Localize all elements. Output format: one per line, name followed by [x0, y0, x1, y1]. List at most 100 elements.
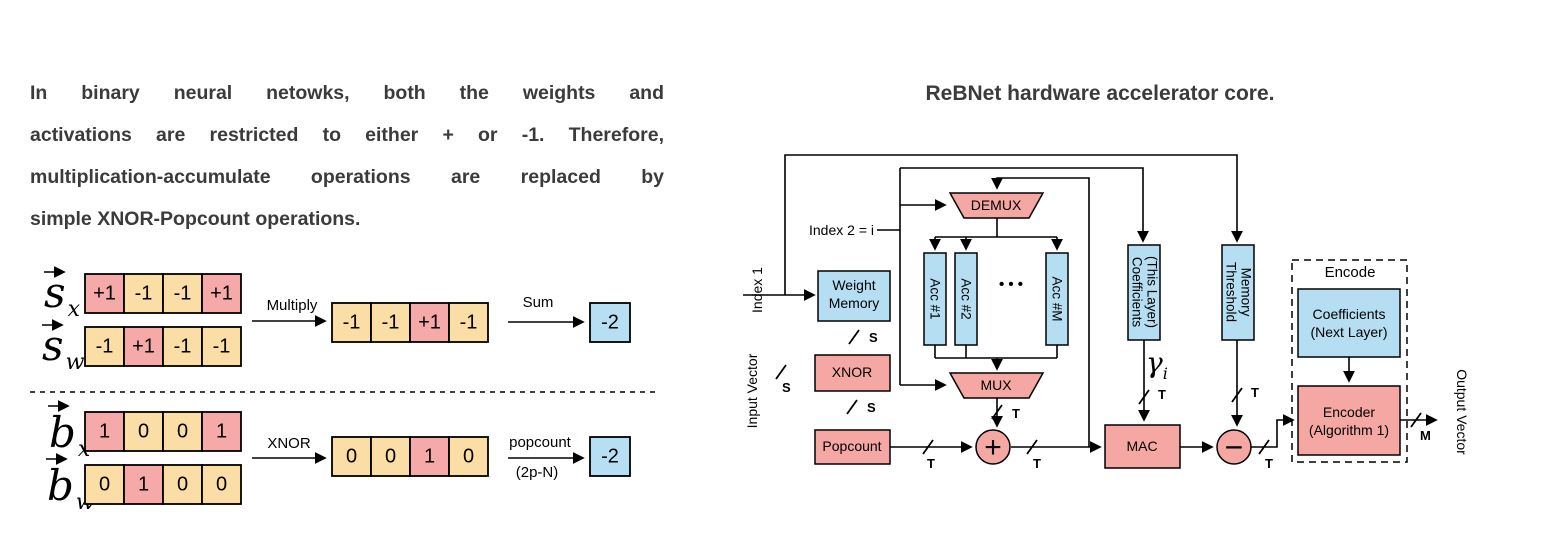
- svg-text:S: S: [782, 380, 791, 395]
- svg-text:(Next Layer): (Next Layer): [1310, 324, 1387, 340]
- demux-block: DEMUX: [948, 192, 1045, 219]
- vector-cell: [162, 273, 203, 314]
- paragraph-line: activations are restricted to either + o…: [30, 124, 664, 146]
- svg-text:Acc #2: Acc #2: [959, 278, 974, 319]
- svg-text:-1: -1: [213, 336, 231, 358]
- sw-vector-label: sw: [42, 319, 85, 375]
- coefficients-this-layer-block: Coefficients (This Layer): [1127, 244, 1161, 341]
- sw-vector-row: -1 +1 -1 -1: [84, 326, 242, 367]
- vector-cell: [409, 436, 450, 477]
- svg-text:S: S: [869, 330, 878, 345]
- weight-memory-block: Weight Memory: [817, 270, 891, 322]
- intro-paragraph: In binary neural netowks, both the weigh…: [30, 72, 664, 240]
- svg-text:Memory: Memory: [1239, 268, 1254, 317]
- vector-cell: [448, 436, 489, 477]
- svg-text:1: 1: [99, 421, 110, 443]
- svg-text:Acc #1: Acc #1: [928, 278, 943, 319]
- svg-text:T: T: [1265, 456, 1273, 471]
- svg-text:1: 1: [138, 474, 149, 496]
- svg-text:MAC: MAC: [1126, 438, 1157, 454]
- mux-block: MUX: [948, 372, 1045, 399]
- svg-text:+1: +1: [418, 312, 441, 334]
- index2-label: Index 2 = i: [809, 222, 874, 238]
- svg-text:0: 0: [216, 474, 227, 496]
- svg-text:Threshold: Threshold: [1224, 262, 1239, 322]
- acc1-block: Acc #1: [923, 252, 947, 346]
- svg-text:T: T: [1158, 387, 1166, 402]
- encode-group: Encode Coefficients (Next Layer) Encoder…: [1291, 259, 1408, 463]
- popcount-formula-label: (2p-N): [516, 464, 559, 481]
- bus-slash-icon: [1231, 387, 1243, 403]
- plus-icon: +: [984, 431, 1002, 464]
- output-vector-label: Output Vector: [1454, 369, 1470, 455]
- svg-text:T: T: [1033, 456, 1041, 471]
- vector-cell: [162, 411, 203, 452]
- paragraph-line: In binary neural netowks, both the weigh…: [30, 82, 664, 104]
- svg-text:DEMUX: DEMUX: [971, 197, 1022, 213]
- svg-text:-1: -1: [174, 283, 192, 305]
- bus-width-slashes: [775, 329, 1422, 455]
- svg-text:Coefficients: Coefficients: [1130, 257, 1145, 328]
- svg-text:M: M: [1420, 428, 1431, 443]
- svg-text:+1: +1: [132, 336, 155, 358]
- bus-slash-icon: [848, 329, 860, 345]
- bus-slash-icon: [1026, 439, 1038, 455]
- gamma-i-label: γi: [1146, 346, 1168, 383]
- bus-slash-icon: [775, 364, 787, 380]
- bx-vector-row: 1 0 0 1: [84, 411, 242, 452]
- mac-block: MAC: [1104, 424, 1181, 469]
- svg-text:Coefficients: Coefficients: [1313, 306, 1386, 322]
- svg-text:Encoder: Encoder: [1323, 404, 1375, 420]
- sum-result-box: [589, 302, 631, 343]
- svg-text:0: 0: [177, 421, 188, 443]
- svg-text:0: 0: [99, 474, 110, 496]
- vector-cell: [123, 273, 164, 314]
- vector-cell: [84, 411, 125, 452]
- svg-text:1: 1: [424, 446, 435, 468]
- bus-slash-icon: [1410, 412, 1422, 428]
- multiply-label: Multiply: [267, 297, 318, 314]
- vector-cell: [201, 464, 242, 505]
- sx-vector-row: +1 -1 -1 +1: [84, 273, 242, 314]
- svg-text:-1: -1: [382, 312, 400, 334]
- bus-slash-icon: [1138, 389, 1150, 405]
- bus-slash-icon: [846, 399, 858, 415]
- vector-cell: [201, 326, 242, 367]
- accelerator-diagram: S S S T T T T T T M Index 1 Input Vector…: [743, 154, 1470, 471]
- xnor-popcount-illustration: sx sw bx bw +1 -1 -1 +1 -1 +1 -1 -1 Mult…: [30, 266, 658, 515]
- svg-text:MUX: MUX: [980, 377, 1012, 393]
- svg-text:-1: -1: [96, 336, 114, 358]
- svg-text:sw: sw: [42, 321, 85, 375]
- svg-text:(This Layer): (This Layer): [1145, 256, 1160, 328]
- svg-text:-1: -1: [135, 283, 153, 305]
- vector-cell: [123, 464, 164, 505]
- svg-text:+1: +1: [210, 283, 233, 305]
- vector-cell: [84, 326, 125, 367]
- input-vector-label: Input Vector: [744, 353, 760, 428]
- svg-text:T: T: [1012, 406, 1020, 421]
- sum-result-value: -2: [601, 312, 619, 334]
- svg-text:1: 1: [216, 421, 227, 443]
- svg-text:-1: -1: [460, 312, 478, 334]
- threshold-memory-block: Threshold Memory: [1221, 244, 1255, 341]
- sum-label: Sum: [523, 294, 554, 311]
- svg-text:sx: sx: [44, 268, 81, 322]
- vector-cell: [123, 326, 164, 367]
- xnor-label: XNOR: [267, 435, 311, 452]
- svg-text:XNOR: XNOR: [832, 364, 872, 380]
- acc2-block: Acc #2: [954, 252, 978, 346]
- svg-text:0: 0: [177, 474, 188, 496]
- vector-cell: [123, 411, 164, 452]
- vector-cell: [84, 273, 125, 314]
- xnor-block: XNOR: [814, 354, 891, 392]
- diagram-title: ReBNet hardware accelerator core.: [925, 82, 1275, 105]
- adder-node: +: [975, 429, 1011, 465]
- svg-text:T: T: [1251, 385, 1259, 400]
- popcount-block: Popcount: [814, 429, 891, 465]
- vector-cell: [448, 302, 489, 343]
- coefficients-next-layer-block: Coefficients (Next Layer): [1297, 288, 1401, 358]
- vector-cell: [370, 302, 411, 343]
- subtractor-node: −: [1216, 429, 1252, 465]
- bw-vector-row: 0 1 0 0: [84, 464, 242, 505]
- svg-text:-1: -1: [343, 312, 361, 334]
